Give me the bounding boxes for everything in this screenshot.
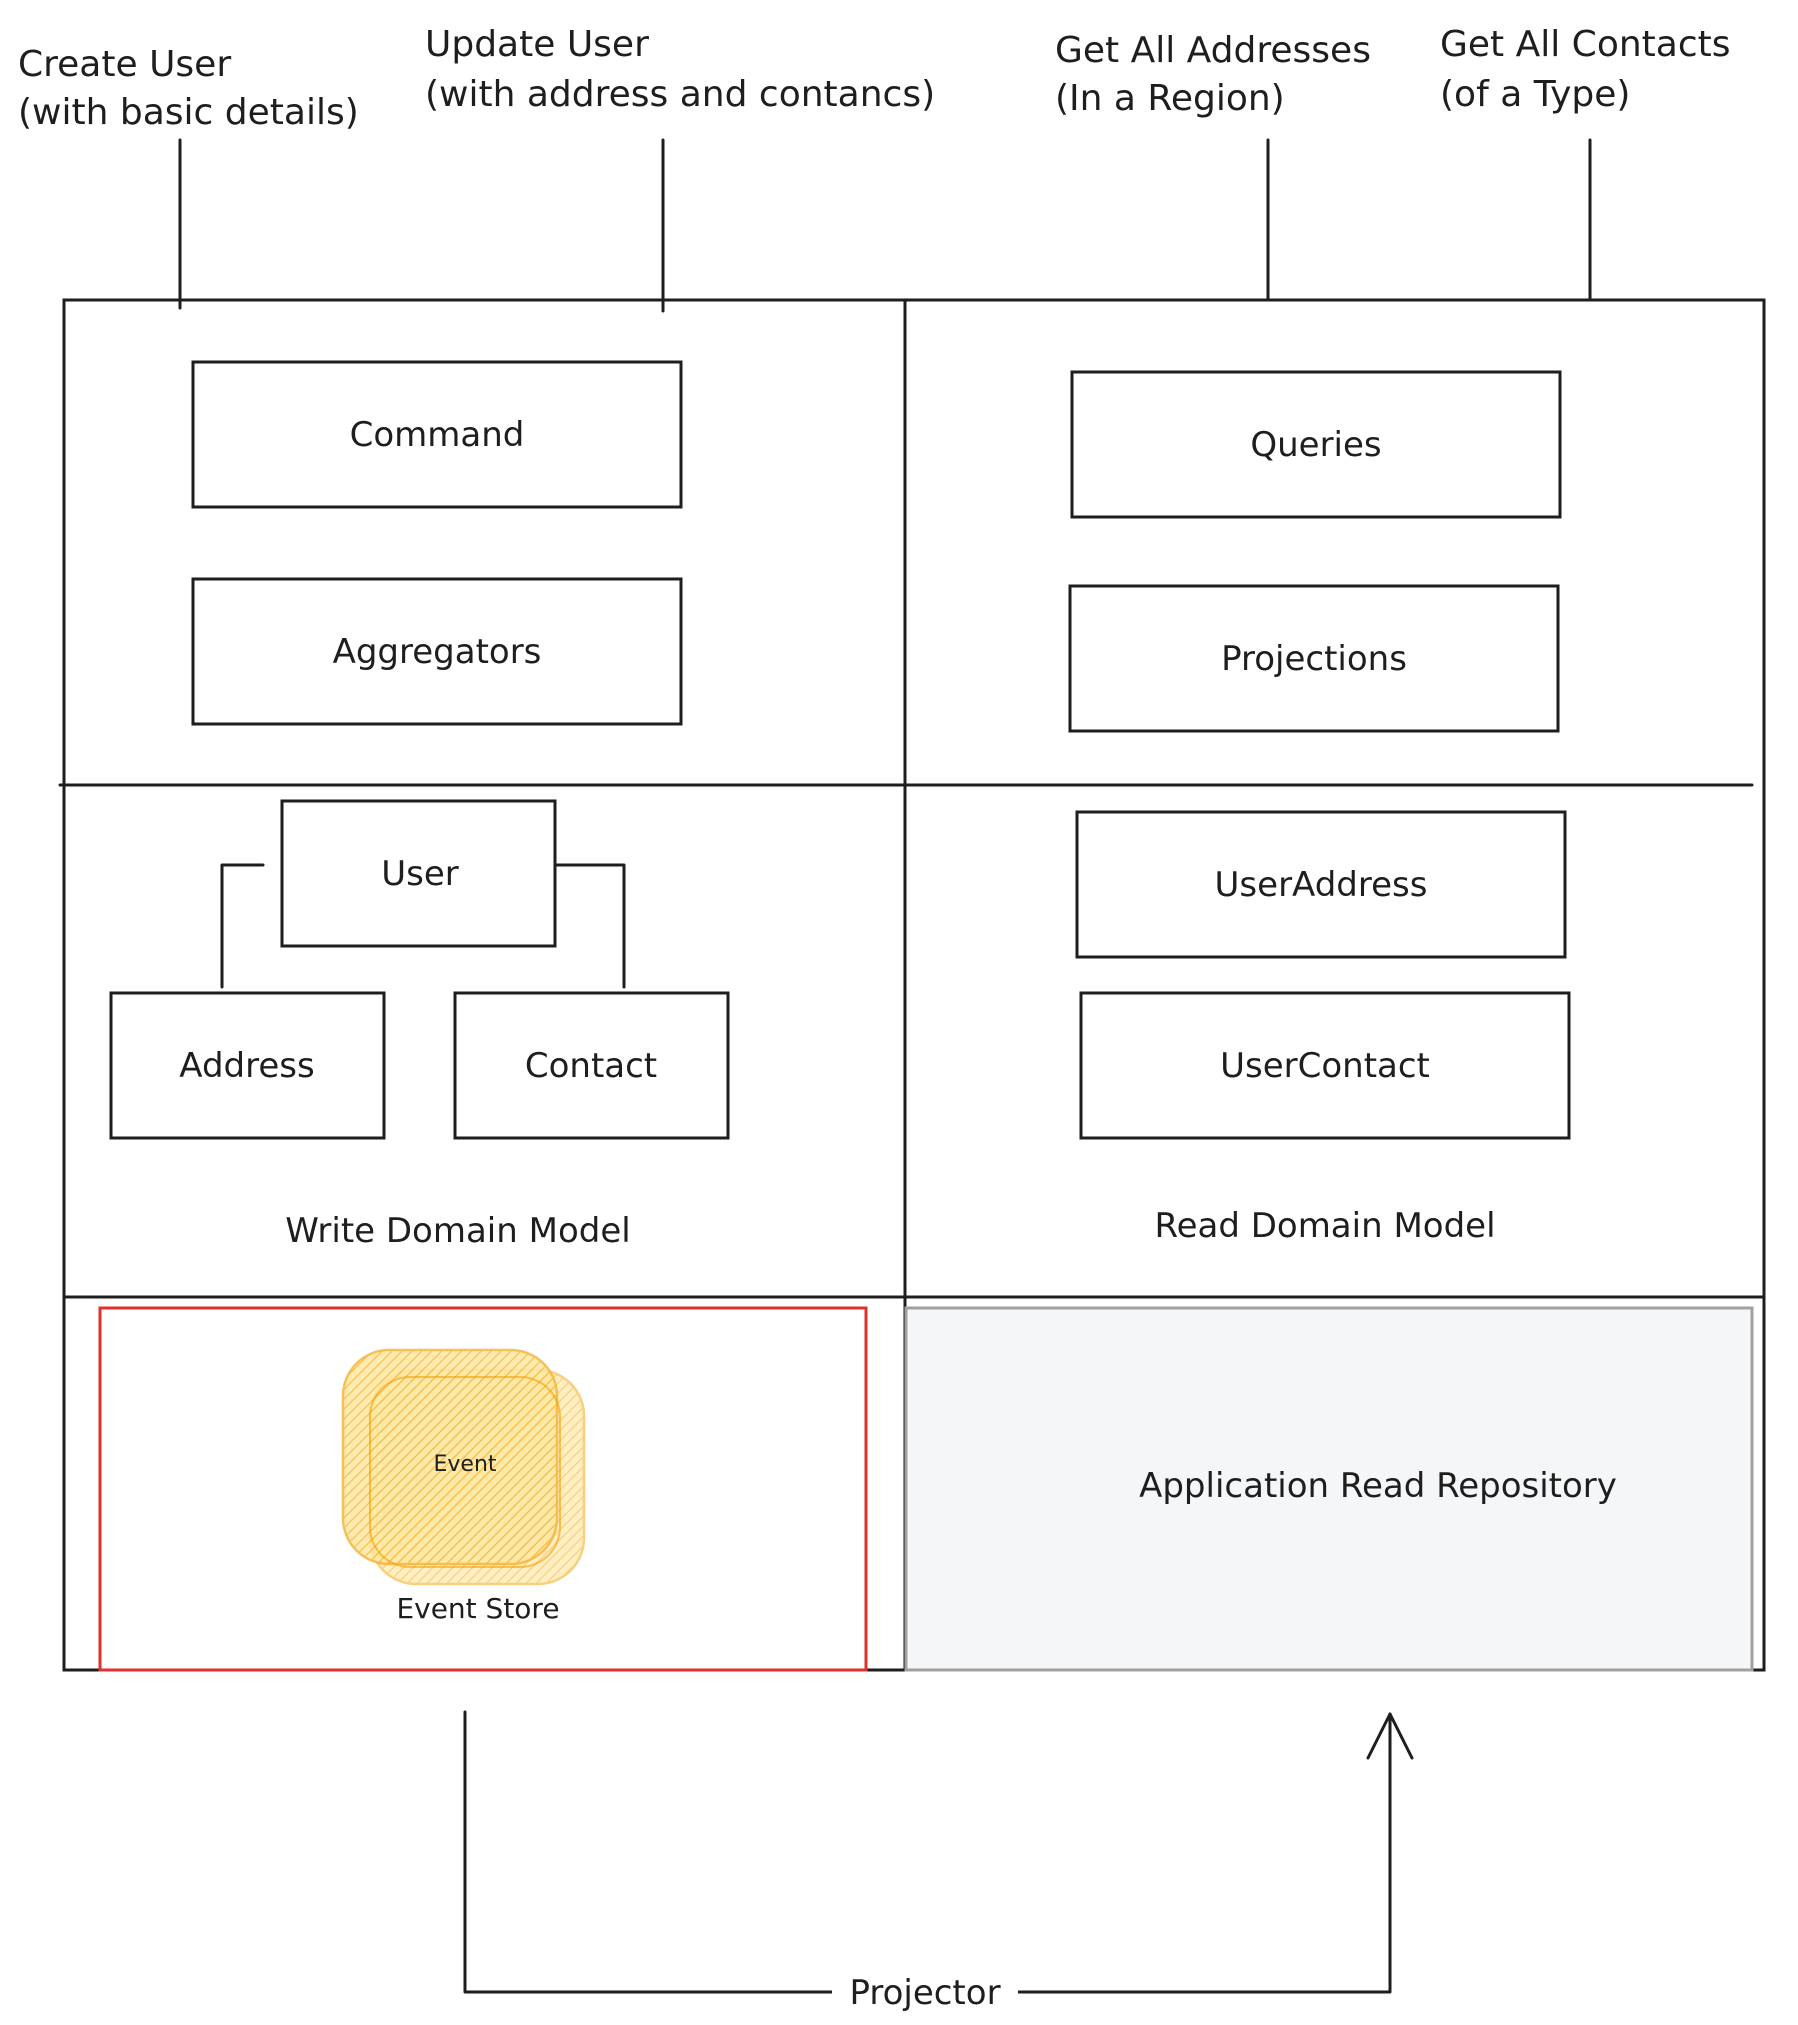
- get-addresses-label: Get All Addresses (In a Region): [1055, 30, 1371, 119]
- projector-arrow-line: [463, 1710, 1392, 1994]
- address-box: Address: [109, 991, 386, 1140]
- aggregators-box: Aggregators: [191, 577, 683, 726]
- user-address-label: UserAddress: [1215, 865, 1428, 905]
- get-addresses-subtitle: (In a Region): [1055, 78, 1285, 119]
- user-box: User: [280, 799, 557, 948]
- contact-box: Contact: [453, 991, 730, 1140]
- get-addresses-title: Get All Addresses: [1055, 30, 1371, 71]
- queries-box: Queries: [1070, 370, 1562, 519]
- update-user-title: Update User: [425, 24, 649, 65]
- aggregators-label: Aggregators: [333, 632, 542, 672]
- command-box: Command: [191, 360, 683, 509]
- get-contacts-title: Get All Contacts: [1440, 24, 1731, 65]
- read-domain-model-label: Read Domain Model: [1154, 1206, 1495, 1246]
- user-contact-box: UserContact: [1079, 991, 1571, 1140]
- read-repository-box: Application Read Repository: [904, 1306, 1754, 1672]
- create-user-title: Create User: [18, 44, 231, 85]
- event-store-label: Event Store: [396, 1592, 559, 1625]
- projections-box: Projections: [1068, 584, 1560, 733]
- write-domain-model-label: Write Domain Model: [285, 1211, 630, 1251]
- update-user-subtitle: (with address and contancs): [425, 74, 935, 115]
- projector-arrowhead: [1366, 1712, 1414, 1760]
- create-user-subtitle: (with basic details): [18, 92, 359, 133]
- command-label: Command: [350, 415, 525, 455]
- projector-label: Projector: [849, 1973, 1000, 2013]
- user-label: User: [381, 854, 459, 894]
- get-contacts-label: Get All Contacts (of a Type): [1440, 24, 1731, 115]
- contact-label: Contact: [525, 1046, 657, 1086]
- projector-label-bg: [832, 1968, 1018, 2014]
- user-tree-connectors: [220, 863, 626, 989]
- event-store-box: Event Event Store: [98, 1306, 868, 1672]
- address-label: Address: [179, 1046, 314, 1086]
- queries-label: Queries: [1250, 425, 1381, 465]
- event-label: Event: [433, 1452, 496, 1477]
- get-contacts-subtitle: (of a Type): [1440, 74, 1630, 115]
- projections-label: Projections: [1221, 639, 1407, 679]
- user-contact-label: UserContact: [1220, 1046, 1430, 1086]
- user-address-box: UserAddress: [1075, 810, 1567, 959]
- read-repository-label: Application Read Repository: [1139, 1466, 1617, 1506]
- event-stack-front: [341, 1348, 559, 1566]
- create-user-label: Create User (with basic details): [18, 44, 359, 133]
- update-user-label: Update User (with address and contancs): [425, 24, 935, 115]
